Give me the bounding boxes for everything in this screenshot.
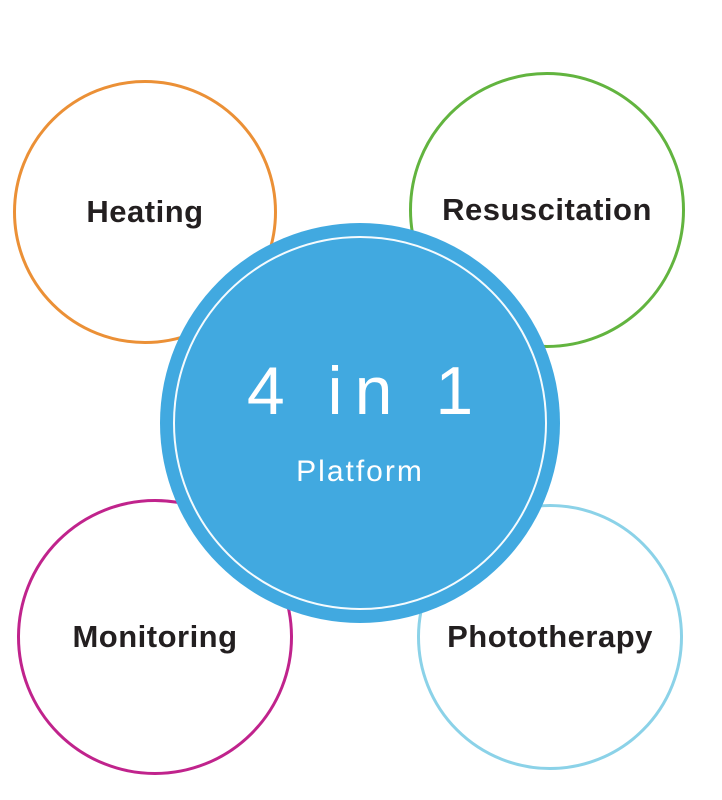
heating-label: Heating <box>86 194 204 229</box>
resuscitation-label: Resuscitation <box>442 192 652 227</box>
resuscitation-circle: Resuscitation <box>409 72 685 348</box>
phototherapy-label: Phototherapy <box>447 619 653 654</box>
heating-circle: Heating <box>13 80 277 344</box>
phototherapy-circle: Phototherapy <box>417 504 683 770</box>
platform-title: 4 in 1 <box>246 353 486 429</box>
monitoring-label: Monitoring <box>72 619 238 654</box>
platform-subtitle: Platform <box>296 455 424 488</box>
monitoring-circle: Monitoring <box>17 499 293 775</box>
platform-center-circle: 4 in 1 Platform <box>160 223 560 623</box>
